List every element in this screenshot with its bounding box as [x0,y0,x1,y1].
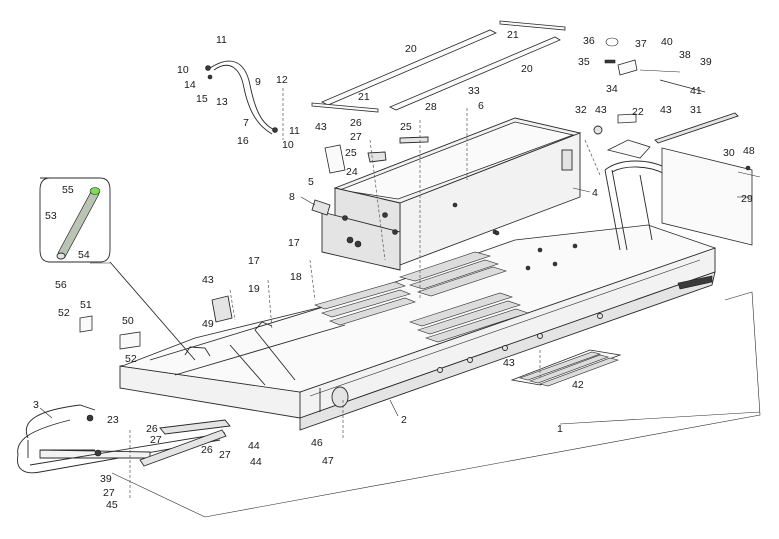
callout-44b: 44 [250,456,262,468]
callout-43e: 43 [503,357,515,369]
callout-5: 5 [308,176,314,188]
side-rails [311,20,566,113]
vent-panel-42 [510,349,622,387]
callout-7: 7 [243,117,249,129]
part-5-8 [311,199,331,216]
rail-31 [654,112,739,144]
callout-10a: 10 [177,64,189,76]
dashed-leaders [129,108,601,500]
callout-54: 54 [78,249,90,261]
bracket-50 [119,331,141,350]
threaded-rod [56,187,101,260]
callout-36: 36 [583,35,595,47]
callout-44a: 44 [248,440,260,452]
bracket-49 [211,295,233,323]
callout-27c: 27 [219,449,231,461]
callout-52b: 52 [125,353,137,365]
floor-vent-slats [314,251,529,343]
callout-17a: 17 [288,237,300,249]
callout-26a: 26 [350,117,362,129]
callout-34: 34 [606,83,618,95]
callout-47: 47 [322,455,334,467]
callout-39b: 39 [100,473,112,485]
callout-40: 40 [661,36,673,48]
callout-35: 35 [578,56,590,68]
callout-31: 31 [690,104,702,116]
callout-1: 1 [557,423,563,435]
parts-36-41 [593,37,706,135]
callout-20a: 20 [405,43,417,55]
side-rails-26 [139,419,231,467]
callout-11a: 11 [216,34,227,46]
callout-26c: 26 [201,444,213,456]
callout-26b: 26 [146,423,158,435]
main-chassis-frame [119,224,717,431]
callout-51: 51 [80,299,92,311]
callout-43d: 43 [202,274,214,286]
callout-55: 55 [62,184,74,196]
cable-assembly [205,60,284,140]
callout-10b: 10 [282,139,294,151]
bracket-24 [324,144,346,174]
callout-21a: 21 [507,29,519,41]
callout-20b: 20 [521,63,533,75]
callout-50: 50 [122,315,134,327]
callout-45: 45 [106,499,118,511]
callout-27a: 27 [350,131,362,143]
front-ski-bumper [17,404,226,474]
storage-box [321,117,582,271]
callout-labels: 1 2 3 4 5 6 7 8 9 10 10 11 11 12 13 14 1… [33,29,755,511]
callout-43a: 43 [315,121,327,133]
callout-52a: 52 [58,307,70,319]
callout-16: 16 [237,135,249,147]
inset-callout [39,177,196,361]
callout-25a: 25 [345,147,357,159]
callout-23: 23 [107,414,119,426]
callout-38: 38 [679,49,691,61]
callout-17b: 17 [248,255,260,267]
callout-15: 15 [196,93,208,105]
callout-9: 9 [255,76,261,88]
callout-27b: 27 [150,434,162,446]
callout-43b: 43 [595,104,607,116]
callout-4: 4 [592,187,598,199]
callout-37: 37 [635,38,647,50]
callout-leaders [39,187,761,425]
callout-19: 19 [248,283,260,295]
callout-6: 6 [478,100,484,112]
callout-25b: 25 [400,121,412,133]
callout-13: 13 [216,96,228,108]
callout-30: 30 [723,147,735,159]
callout-11b: 11 [289,125,300,137]
callout-46: 46 [311,437,323,449]
callout-2: 2 [401,414,407,426]
callout-41: 41 [690,85,702,97]
rear-panel-29 [661,147,761,246]
callout-43c: 43 [660,104,672,116]
callout-21b: 21 [358,91,370,103]
callout-49: 49 [202,318,214,330]
callout-24: 24 [346,166,358,178]
part-25 [367,136,429,163]
bracket-51 [79,315,93,333]
callout-3: 3 [33,399,39,411]
callout-22: 22 [632,106,644,118]
callout-27d: 27 [103,487,115,499]
callout-32: 32 [575,104,587,116]
callout-28: 28 [425,101,437,113]
callout-42: 42 [572,379,584,391]
callout-48: 48 [743,145,755,157]
callout-39a: 39 [700,56,712,68]
callout-14: 14 [184,79,196,91]
callout-53: 53 [45,210,57,222]
callout-8: 8 [289,191,295,203]
callout-33: 33 [468,85,480,97]
assembly-outline [111,291,761,518]
callout-12: 12 [276,74,288,86]
callout-29: 29 [741,193,753,205]
callout-56: 56 [55,279,67,291]
callout-18: 18 [290,271,302,283]
